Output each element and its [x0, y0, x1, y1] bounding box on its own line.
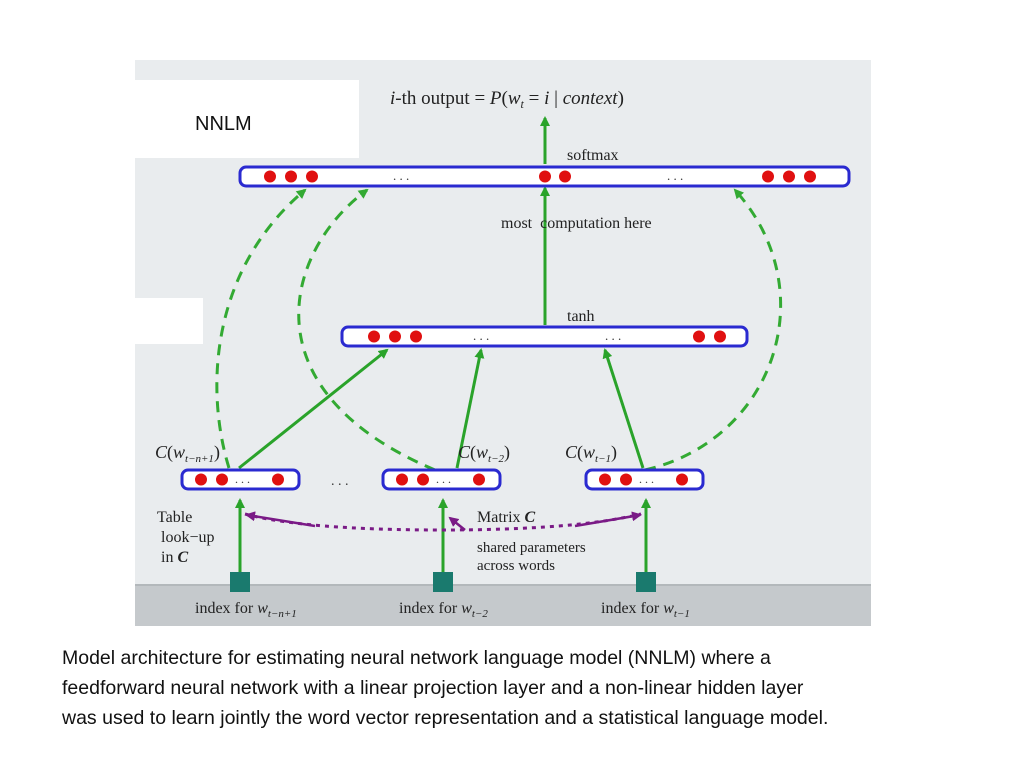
matrix-c-link — [244, 511, 642, 532]
output-label: i-th output = P(wt = i | context) — [390, 88, 624, 111]
tanh-node — [410, 330, 422, 343]
shared-params-arrow-left — [245, 511, 316, 528]
embedding-gap-ellipsis: . . . — [331, 474, 349, 489]
embedding-box-n1: . . . — [180, 468, 301, 491]
arrow-ct2-to-tanh — [455, 348, 485, 469]
caption-line-1: Model architecture for estimating neural… — [62, 647, 771, 669]
diagram-svg: NNLM — [135, 60, 871, 626]
context-label-t1: C(wt−1) — [565, 442, 617, 465]
tanh-nodes — [368, 330, 726, 343]
shared-params-line1: shared parameters — [477, 540, 586, 556]
embedding-ellipsis: . . . — [235, 472, 250, 486]
embedding-node — [396, 473, 408, 486]
index-label-t2: index for wt−2 — [399, 600, 488, 620]
dashed-connection-t2 — [297, 188, 436, 472]
softmax-nodes — [264, 170, 816, 183]
embedding-box-n1-frame — [180, 468, 301, 491]
direct-connections — [215, 188, 783, 472]
softmax-node — [285, 170, 297, 183]
context-label-t2: C(wt−2) — [458, 442, 510, 465]
shared-params-arrow-right — [574, 511, 642, 528]
tanh-layer: . . . . . . — [340, 325, 749, 348]
nnlm-overlay-label: NNLM — [195, 113, 252, 135]
embedding-box-t1: . . . — [584, 468, 705, 491]
index-block-n1 — [230, 572, 250, 592]
matrix-c-label: Matrix C — [477, 509, 536, 526]
softmax-node — [804, 170, 816, 183]
tanh-node — [389, 330, 401, 343]
embedding-node — [473, 473, 485, 486]
arrow-ct1-to-tanh — [602, 348, 645, 469]
softmax-node — [306, 170, 318, 183]
tanh-label: tanh — [567, 308, 595, 325]
softmax-node — [762, 170, 774, 183]
softmax-ellipsis-right: . . . — [667, 168, 683, 183]
tanh-layer-box — [340, 325, 749, 348]
index-block-t1 — [636, 572, 656, 592]
caption-line-3: was used to learn jointly the word vecto… — [62, 707, 829, 729]
embedding-node — [417, 473, 429, 486]
shared-params-arrow-middle — [448, 516, 466, 531]
slide-caption: Model architecture for estimating neural… — [62, 643, 1012, 733]
tanh-ellipsis-right: . . . — [605, 328, 621, 343]
softmax-node — [264, 170, 276, 183]
embedding-node — [272, 473, 284, 486]
index-label-n1: index for wt−n+1 — [195, 600, 297, 620]
caption-line-2: feedforward neural network with a linear… — [62, 677, 804, 699]
index-block-t2 — [433, 572, 453, 592]
arrow-cn1-to-tanh — [238, 348, 389, 470]
table-lookup-line3: in C — [161, 549, 188, 566]
index-label-t1: index for wt−1 — [601, 600, 690, 620]
softmax-label: softmax — [567, 147, 619, 164]
softmax-node — [559, 170, 571, 183]
embedding-node — [195, 473, 207, 486]
white-overlay-patch — [135, 298, 203, 344]
softmax-node — [783, 170, 795, 183]
nnlm-diagram: NNLM — [135, 60, 871, 626]
most-computation-label: most computation here — [501, 215, 652, 232]
nnlm-overlay-box — [135, 80, 359, 158]
embedding-ellipsis: . . . — [639, 472, 654, 486]
dashed-connection-t1 — [644, 188, 783, 472]
embedding-ellipsis: . . . — [436, 472, 451, 486]
context-label-n1: C(wt−n+1) — [155, 442, 220, 465]
shared-params-line2: across words — [477, 558, 555, 574]
tanh-node — [693, 330, 705, 343]
tanh-node — [714, 330, 726, 343]
table-lookup-line1: Table — [157, 509, 192, 526]
embedding-box-t1-frame — [584, 468, 705, 491]
softmax-ellipsis-left: . . . — [393, 168, 409, 183]
softmax-node — [539, 170, 551, 183]
embedding-node — [599, 473, 611, 486]
solid-arrows — [235, 116, 651, 572]
embedding-node — [676, 473, 688, 486]
embedding-node — [620, 473, 632, 486]
footer-band — [135, 585, 871, 626]
table-lookup-line2: look−up — [161, 529, 214, 546]
embedding-box-t2: . . . — [381, 468, 502, 491]
softmax-layer: . . . . . . — [238, 165, 851, 188]
embedding-box-t2-frame — [381, 468, 502, 491]
dashed-connection-n1 — [215, 188, 307, 469]
embedding-node — [216, 473, 228, 486]
tanh-ellipsis-left: . . . — [473, 328, 489, 343]
tanh-node — [368, 330, 380, 343]
